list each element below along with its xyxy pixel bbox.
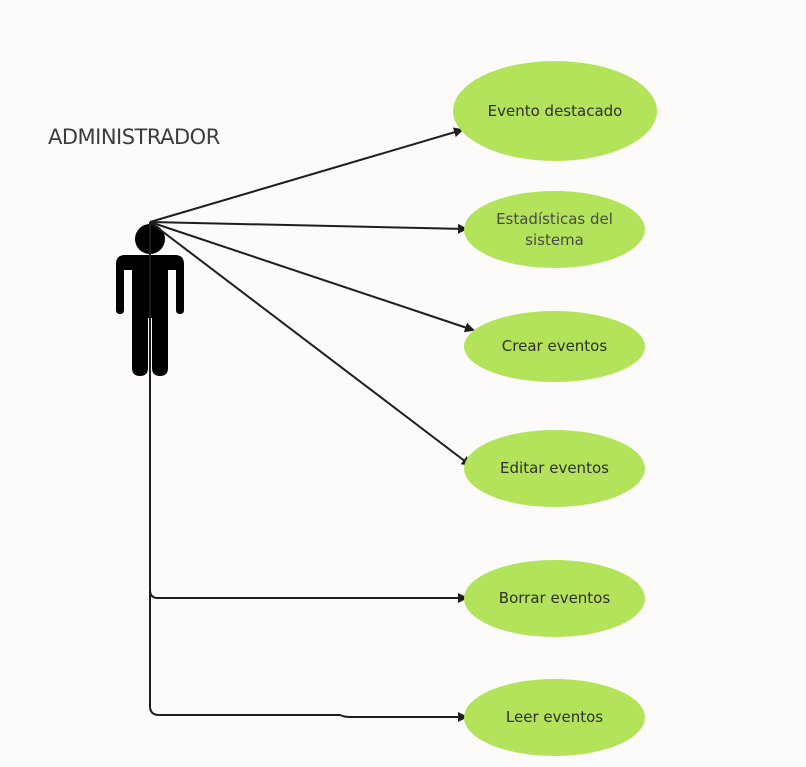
actor-name: ADMINISTRADOR: [48, 125, 220, 149]
use-case-label: Editar eventos: [500, 459, 609, 477]
connector-estadisticas: [149, 221, 468, 234]
use-case-crear-eventos[interactable]: Crear eventos: [464, 311, 645, 382]
connector-evento-destacado: [149, 127, 464, 223]
use-case-label: Estadísticas del sistema: [496, 209, 613, 249]
connectors: [149, 127, 475, 722]
use-case-leer-eventos[interactable]: Leer eventos: [464, 679, 645, 756]
connector-crear-eventos: [149, 221, 475, 333]
use-case-estadisticas-del-sistema[interactable]: Estadísticas del sistema: [464, 191, 645, 268]
use-case-label: Evento destacado: [487, 101, 623, 120]
use-case-label: Crear eventos: [501, 337, 608, 355]
connector-borrar-eventos: [149, 222, 468, 603]
use-case-evento-destacado[interactable]: Evento destacado: [453, 61, 657, 161]
use-case-borrar-eventos[interactable]: Borrar eventos: [464, 560, 645, 637]
use-case-editar-eventos[interactable]: Editar eventos: [464, 430, 645, 507]
connector-editar-eventos: [149, 221, 472, 467]
use-case-label: Borrar eventos: [498, 589, 611, 607]
use-case-label: Leer eventos: [505, 708, 604, 726]
connector-leer-eventos: [149, 590, 468, 722]
